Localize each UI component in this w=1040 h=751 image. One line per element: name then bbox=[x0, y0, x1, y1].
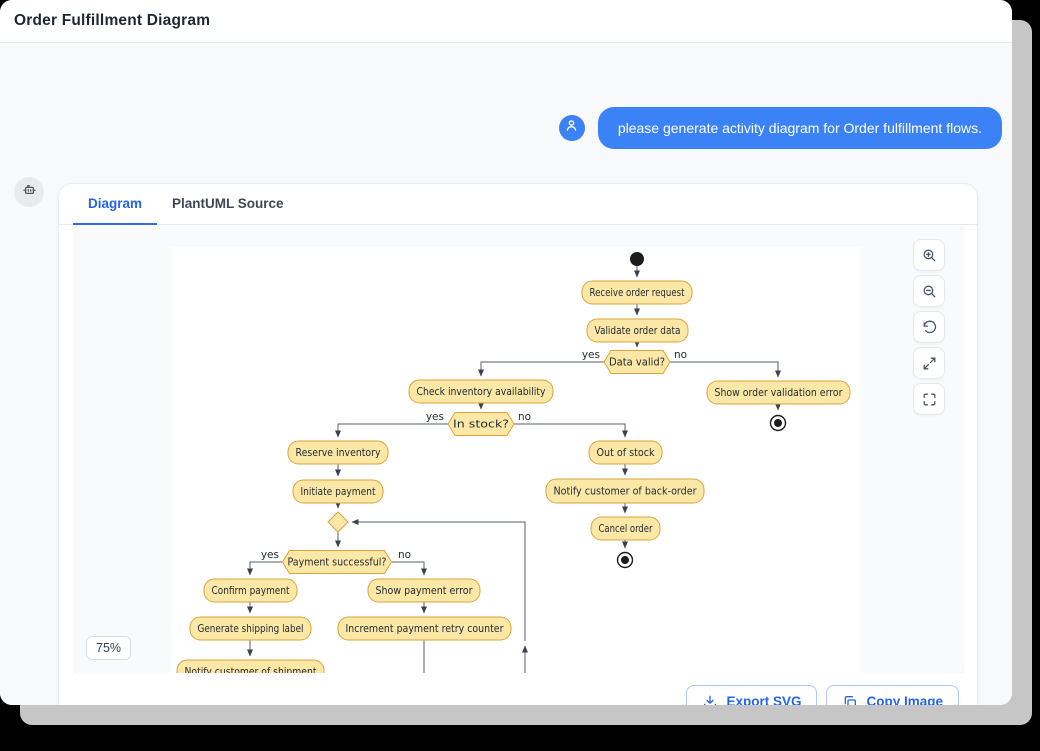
zoom-in-icon bbox=[921, 247, 938, 264]
fit-to-screen-button[interactable] bbox=[913, 383, 945, 415]
person-icon bbox=[564, 118, 579, 138]
export-svg-button[interactable]: Export SVG bbox=[686, 685, 817, 705]
diagram-canvas: Receive order requestValidate order data… bbox=[171, 247, 861, 675]
svg-text:Cancel order: Cancel order bbox=[599, 523, 654, 535]
svg-text:Notify customer of back-order: Notify customer of back-order bbox=[554, 486, 698, 498]
bot-avatar bbox=[14, 177, 44, 207]
zoom-out-button[interactable] bbox=[913, 275, 945, 307]
svg-text:yes: yes bbox=[261, 549, 279, 561]
svg-text:In stock?: In stock? bbox=[453, 419, 509, 431]
robot-icon bbox=[21, 181, 38, 203]
svg-text:Check inventory availability: Check inventory availability bbox=[417, 386, 546, 398]
copy-image-button[interactable]: Copy Image bbox=[826, 685, 959, 705]
app-header: Order Fulfillment Diagram bbox=[0, 0, 1012, 43]
zoom-in-button[interactable] bbox=[913, 239, 945, 271]
tab-diagram[interactable]: Diagram bbox=[73, 184, 157, 225]
fit-to-screen-icon bbox=[921, 391, 938, 408]
reset-icon bbox=[921, 319, 938, 336]
svg-text:Validate order data: Validate order data bbox=[595, 325, 681, 337]
reset-view-button[interactable] bbox=[913, 311, 945, 343]
svg-text:Generate shipping label: Generate shipping label bbox=[198, 623, 304, 635]
diagram-viewport[interactable]: Receive order requestValidate order data… bbox=[73, 226, 965, 675]
svg-text:Increment payment retry counte: Increment payment retry counter bbox=[346, 623, 505, 635]
svg-text:no: no bbox=[398, 549, 411, 561]
svg-text:Receive order request: Receive order request bbox=[590, 287, 685, 299]
svg-text:no: no bbox=[674, 349, 687, 361]
user-message-bubble: please generate activity diagram for Ord… bbox=[598, 107, 1002, 149]
zoom-out-icon bbox=[921, 283, 938, 300]
zoom-level-badge: 75% bbox=[86, 636, 131, 660]
tab-bar: Diagram PlantUML Source bbox=[59, 184, 977, 225]
zoom-toolbar bbox=[913, 239, 945, 415]
svg-text:no: no bbox=[518, 411, 531, 423]
copy-image-label: Copy Image bbox=[866, 694, 943, 705]
svg-text:Data valid?: Data valid? bbox=[609, 357, 665, 369]
expand-icon bbox=[921, 355, 938, 372]
user-avatar bbox=[559, 115, 585, 141]
export-svg-label: Export SVG bbox=[726, 694, 801, 705]
svg-text:Show payment error: Show payment error bbox=[376, 585, 474, 597]
copy-icon bbox=[842, 694, 858, 706]
app-window: Order Fulfillment Diagram please generat… bbox=[0, 0, 1012, 705]
diagram-card: Diagram PlantUML Source Receive order re… bbox=[58, 183, 978, 705]
svg-text:Confirm payment: Confirm payment bbox=[212, 585, 290, 597]
tab-plantuml-source[interactable]: PlantUML Source bbox=[157, 184, 299, 225]
svg-text:Initiate payment: Initiate payment bbox=[301, 486, 376, 498]
svg-text:yes: yes bbox=[582, 349, 600, 361]
svg-text:Out of stock: Out of stock bbox=[597, 447, 656, 459]
activity-diagram: Receive order requestValidate order data… bbox=[171, 247, 861, 675]
download-icon bbox=[702, 694, 718, 706]
svg-text:Reserve inventory: Reserve inventory bbox=[296, 447, 381, 459]
page-title: Order Fulfillment Diagram bbox=[14, 12, 210, 30]
svg-text:Payment successful?: Payment successful? bbox=[288, 557, 387, 569]
svg-text:yes: yes bbox=[426, 411, 444, 423]
expand-button[interactable] bbox=[913, 347, 945, 379]
card-footer: Export SVG Copy Image bbox=[59, 673, 977, 705]
svg-text:Show order validation error: Show order validation error bbox=[715, 387, 844, 399]
content-area: please generate activity diagram for Ord… bbox=[0, 43, 1012, 705]
user-message-row: please generate activity diagram for Ord… bbox=[0, 107, 1002, 149]
